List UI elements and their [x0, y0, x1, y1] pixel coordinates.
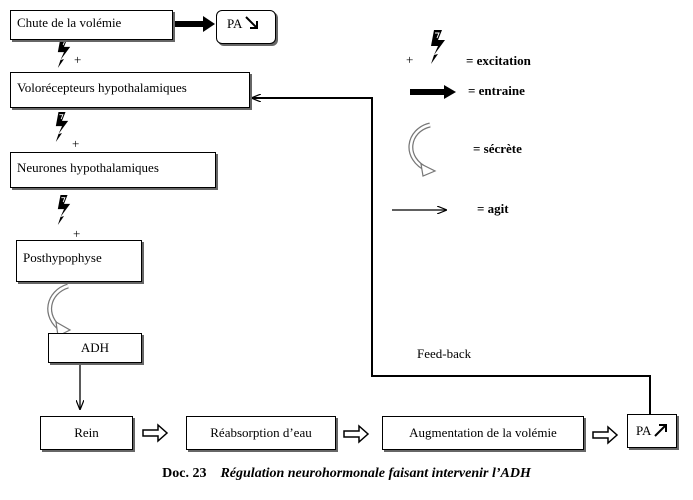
caption-title: Régulation neurohormonale faisant interv… — [220, 466, 531, 481]
box-neurones-hypothalamiques: Neurones hypothalamiques — [10, 152, 216, 188]
plus-sign: + — [73, 226, 81, 241]
box-rein: Rein — [40, 416, 133, 450]
lightning-icon — [430, 30, 446, 64]
hollow-double-arrow-icon — [142, 423, 619, 445]
plus-sign: + — [406, 52, 414, 67]
feedback-label: Feed-back — [417, 346, 472, 361]
box-adh: ADH — [48, 333, 142, 363]
legend-entraine: = entraine — [468, 83, 525, 98]
legend-excitation: = excitation — [466, 53, 531, 68]
thick-arrow-icon — [410, 85, 456, 99]
box-posthypophyse: Posthypophyse — [16, 240, 142, 282]
lightning-icon — [57, 195, 71, 225]
box-pa-up: PA — [627, 414, 677, 448]
figure-caption: Doc. 23 Régulation neurohormonale faisan… — [0, 466, 693, 482]
legend-agit: = agit — [477, 201, 509, 216]
lightning-icon — [55, 112, 69, 142]
caption-number: Doc. 23 — [162, 466, 207, 481]
box-pa-down: PA — [216, 10, 276, 44]
plus-sign: + — [72, 136, 80, 151]
curved-arrow-icon — [408, 122, 437, 177]
arrow-up-right-icon — [654, 424, 667, 437]
arrow-down-right-icon — [245, 16, 258, 29]
lightning-icon — [57, 38, 71, 68]
legend-secrete: = sécrète — [473, 141, 522, 156]
box-augmentation-volemie: Augmentation de la volémie — [382, 416, 584, 450]
pa-label: PA — [636, 423, 651, 438]
thick-arrow-icon — [175, 16, 215, 32]
box-chute-volemie: Chute de la volémie — [10, 10, 173, 40]
feedback-line — [252, 98, 651, 414]
plus-sign: + — [74, 52, 82, 67]
box-volorecepteurs: Volorécepteurs hypothalamiques — [10, 72, 250, 108]
pa-label: PA — [227, 16, 242, 31]
box-reabsorption: Réabsorption d’eau — [186, 416, 336, 450]
curved-arrow-icon — [47, 283, 72, 337]
